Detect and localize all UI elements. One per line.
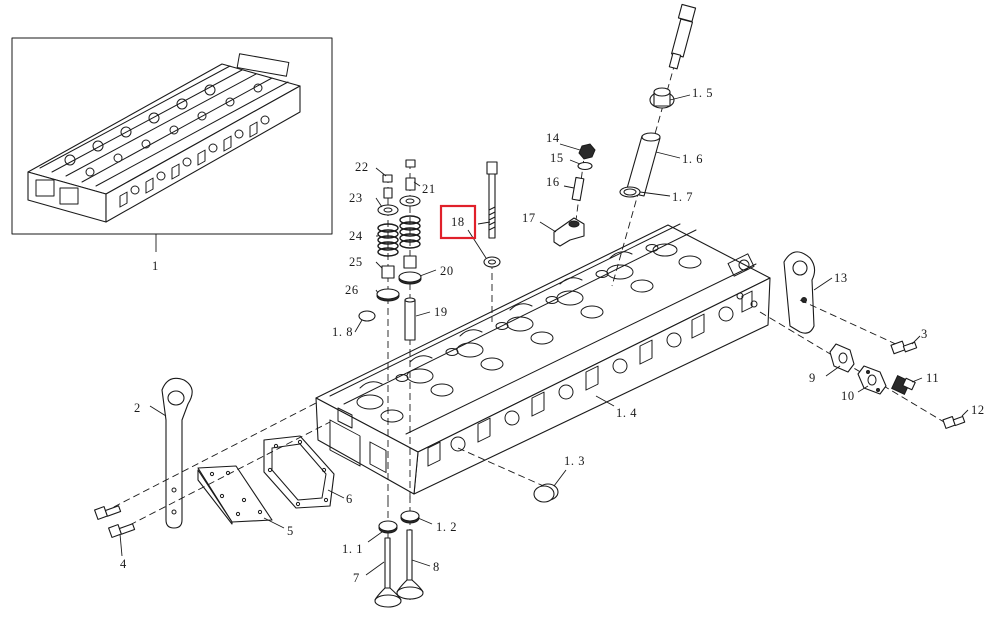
callout-1-1: 1. 1	[342, 542, 363, 556]
callout-labels: 1 2 3 4 5 6 7 8 9 10 11 12 13 14 15 16 1…	[120, 86, 985, 585]
callout-18: 18	[451, 215, 465, 229]
callout-26: 26	[345, 283, 359, 297]
head-bolt-18	[483, 161, 501, 322]
callout-15: 15	[550, 151, 564, 165]
callout-7: 7	[353, 571, 360, 585]
head-port-openings	[427, 290, 753, 467]
callout-2: 2	[134, 401, 141, 415]
valve-stack-right	[398, 159, 422, 500]
callout-16: 16	[546, 175, 560, 189]
injector-sleeve-parts	[611, 3, 697, 287]
inset-frame	[11, 37, 333, 235]
callout-5: 5	[287, 524, 294, 538]
valve-keeper-22	[382, 174, 393, 183]
callout-1-6: 1. 6	[682, 152, 703, 166]
callout-21: 21	[422, 182, 436, 196]
spring-retainer-23	[377, 204, 399, 216]
injector-sleeve-1-6	[625, 132, 661, 197]
gasket-9	[829, 343, 855, 373]
callout-22: 22	[355, 160, 369, 174]
callout-6: 6	[346, 492, 353, 506]
valve-seal-25	[381, 265, 395, 279]
callout-1-8: 1. 8	[332, 325, 353, 339]
valve-spring-right	[399, 215, 421, 249]
valve-7	[374, 537, 402, 608]
clamp-17	[553, 217, 585, 247]
sensor-11	[891, 375, 916, 395]
plug-1-3	[533, 483, 559, 503]
callout-8: 8	[433, 560, 440, 574]
valve-spring-24	[377, 223, 399, 257]
cover-plate-5	[197, 465, 273, 525]
callout-18-highlight	[439, 204, 477, 240]
callout-1-7: 1. 7	[672, 190, 693, 204]
valve-guide-19	[404, 299, 416, 341]
callout-12: 12	[971, 403, 985, 417]
plug-1-8	[358, 310, 376, 322]
washer-15	[577, 161, 593, 171]
stud-16	[571, 176, 585, 202]
bolt-3	[890, 340, 918, 355]
callout-10: 10	[841, 389, 855, 403]
injector-1-5	[649, 3, 697, 109]
leader-lines	[119, 94, 969, 576]
injector-clamp-parts	[553, 143, 596, 247]
callout-23: 23	[349, 191, 363, 205]
bolt-12	[942, 415, 966, 429]
callout-19: 19	[434, 305, 448, 319]
lifting-bracket-13	[783, 251, 816, 334]
gasket-6	[263, 435, 335, 509]
callout-4: 4	[120, 557, 127, 571]
callout-13: 13	[834, 271, 848, 285]
cylinder-head-body	[315, 223, 771, 495]
lifting-eye-2	[161, 377, 193, 529]
inset-head	[27, 53, 301, 223]
callout-1-5: 1. 5	[692, 86, 713, 100]
valve-8	[396, 529, 424, 600]
flange-10	[857, 365, 887, 395]
bolt-4	[94, 505, 136, 538]
callout-1-2: 1. 2	[436, 520, 457, 534]
callout-24: 24	[349, 229, 363, 243]
callout-1-4: 1. 4	[616, 406, 637, 420]
callout-25: 25	[349, 255, 363, 269]
head-deck-details	[329, 223, 758, 435]
valve-stack-left	[358, 174, 400, 500]
callout-3: 3	[921, 327, 928, 341]
callout-1: 1	[152, 259, 159, 273]
callout-17: 17	[522, 211, 536, 225]
callout-20: 20	[440, 264, 454, 278]
nut-14	[578, 143, 596, 160]
assembly-inset	[11, 37, 333, 252]
callout-14: 14	[546, 131, 560, 145]
callout-1-3: 1. 3	[564, 454, 585, 468]
callout-9: 9	[809, 371, 816, 385]
callout-11: 11	[926, 371, 939, 385]
valve-keeper-21	[405, 177, 416, 191]
